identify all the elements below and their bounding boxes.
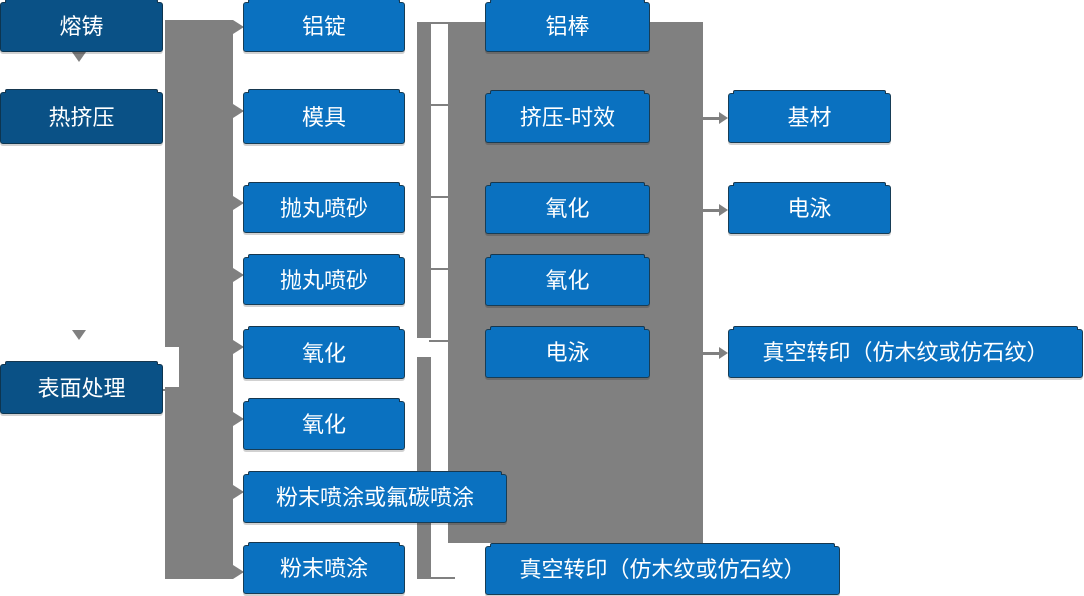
output-label-vacuum-transfer: 真空转印（仿木纹或仿石纹） xyxy=(762,340,1049,366)
process-box-shot-blasting-1[interactable]: 抛丸喷砂 xyxy=(243,182,405,233)
stage-box-melting-casting[interactable]: 熔铸 xyxy=(0,0,163,52)
tick-line-5 xyxy=(429,340,455,342)
process-label-shot-blasting-2: 抛丸喷砂 xyxy=(279,267,368,293)
output-box-base-material[interactable]: 基材 xyxy=(728,90,891,143)
process-box-powder-or-fluorocarbon[interactable]: 粉末喷涂或氟碳喷涂 xyxy=(243,471,507,523)
process-box-mold[interactable]: 模具 xyxy=(243,89,405,144)
tick-line-4 xyxy=(429,268,455,270)
connector-notch-left xyxy=(165,347,179,387)
arrowtip-to-shot-blasting-2 xyxy=(233,268,244,282)
secondary-label-oxidation-1: 氧化 xyxy=(545,196,590,222)
output-label-electrophoresis: 电泳 xyxy=(787,196,832,222)
stage-box-surface-treatment[interactable]: 表面处理 xyxy=(0,361,163,414)
process-box-powder-coating[interactable]: 粉末喷涂 xyxy=(243,542,405,594)
tick-line-3 xyxy=(429,196,455,198)
secondary-box-vacuum-transfer[interactable]: 真空转印（仿木纹或仿石纹） xyxy=(485,543,840,595)
arrowtip-to-powder-coating xyxy=(233,565,244,579)
stage-label-hot-extrusion: 热挤压 xyxy=(48,104,115,130)
arrowtip-to-oxidation-1 xyxy=(233,340,244,354)
secondary-label-vacuum-transfer: 真空转印（仿木纹或仿石纹） xyxy=(519,557,806,583)
connector-to-surface-treatment xyxy=(72,330,86,340)
connector-melting-to-extrusion xyxy=(72,52,86,62)
secondary-box-extrusion-aging[interactable]: 挤压-时效 xyxy=(485,90,650,143)
output-box-electrophoresis[interactable]: 电泳 xyxy=(728,182,891,234)
arrowtip-to-aluminum-ingot xyxy=(233,20,244,34)
arrow-to-base-material xyxy=(703,112,728,124)
process-box-oxidation-2[interactable]: 氧化 xyxy=(243,398,405,450)
output-label-base-material: 基材 xyxy=(787,104,832,130)
secondary-label-extrusion-aging: 挤压-时效 xyxy=(519,104,616,130)
connector-line-surface xyxy=(163,389,183,391)
tick-line-1 xyxy=(429,22,455,24)
arrowtip-to-powder-fluorocarbon xyxy=(233,485,244,499)
process-label-shot-blasting-1: 抛丸喷砂 xyxy=(279,195,368,221)
arrow-to-electrophoresis xyxy=(703,204,728,216)
process-box-aluminum-ingot[interactable]: 铝锭 xyxy=(243,0,405,52)
tick-line-2 xyxy=(429,104,455,106)
output-box-vacuum-transfer[interactable]: 真空转印（仿木纹或仿石纹） xyxy=(728,326,1083,378)
tick-line-6 xyxy=(429,577,455,579)
connector-stub-surface xyxy=(165,387,179,579)
secondary-box-oxidation-1[interactable]: 氧化 xyxy=(485,182,650,234)
connector-bar-middle-lower xyxy=(417,357,431,579)
arrow-to-vacuum-transfer xyxy=(703,347,728,359)
secondary-label-electrophoresis: 电泳 xyxy=(545,340,590,366)
arrowtip-to-oxidation-2 xyxy=(233,412,244,426)
secondary-label-oxidation-2: 氧化 xyxy=(545,268,590,294)
arrowtip-to-shot-blasting-1 xyxy=(233,196,244,210)
process-box-shot-blasting-2[interactable]: 抛丸喷砂 xyxy=(243,254,405,305)
process-label-aluminum-ingot: 铝锭 xyxy=(301,13,346,39)
secondary-box-aluminum-bar[interactable]: 铝棒 xyxy=(485,0,650,52)
process-label-powder-coating: 粉末喷涂 xyxy=(279,556,368,582)
secondary-label-aluminum-bar: 铝棒 xyxy=(545,13,590,39)
process-label-oxidation-1: 氧化 xyxy=(301,340,346,366)
secondary-box-electrophoresis[interactable]: 电泳 xyxy=(485,326,650,378)
process-label-mold: 模具 xyxy=(301,104,346,130)
stage-box-hot-extrusion[interactable]: 热挤压 xyxy=(0,89,163,144)
process-box-oxidation-1[interactable]: 氧化 xyxy=(243,326,405,379)
process-label-oxidation-2: 氧化 xyxy=(301,412,346,438)
stage-label-melting-casting: 熔铸 xyxy=(59,13,104,39)
process-label-powder-or-fluorocarbon: 粉末喷涂或氟碳喷涂 xyxy=(275,485,474,511)
secondary-box-oxidation-2[interactable]: 氧化 xyxy=(485,254,650,306)
connector-bar-middle xyxy=(417,22,431,338)
arrowtip-to-mold xyxy=(233,104,244,118)
stage-label-surface-treatment: 表面处理 xyxy=(37,375,126,401)
